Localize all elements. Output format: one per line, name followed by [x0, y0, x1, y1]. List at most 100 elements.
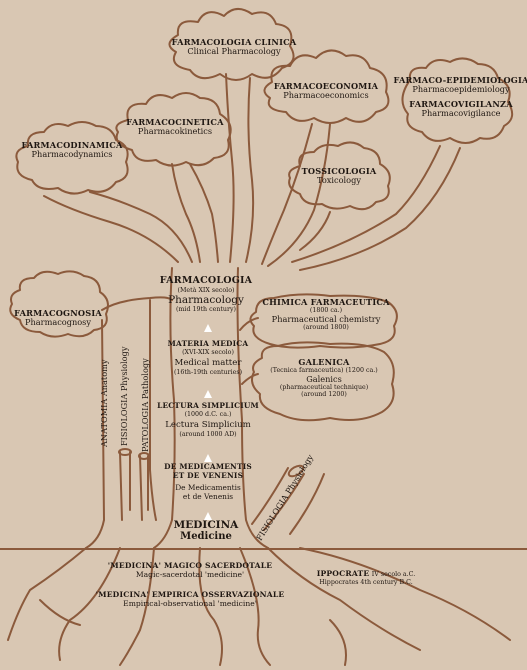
galenics-date-en: (around 1200)	[301, 391, 347, 399]
crown-chemistry	[249, 293, 398, 349]
branch-6	[245, 77, 255, 263]
crown-kinetics	[115, 92, 232, 167]
lectura-it: LECTURA SIMPLICIUM	[157, 401, 259, 410]
side-stem-anatomy	[85, 319, 105, 549]
galenics-sub-en: (pharmaceutical technique)	[279, 384, 369, 392]
medicamentis-en-1: De Medicamentis	[175, 483, 241, 493]
trunk-branch-chem	[239, 317, 259, 331]
galenics-sub-it: (Tecnica farmaceutica) (1200 ca.)	[270, 367, 378, 375]
side-branch-left	[101, 296, 173, 311]
trunk-arrows	[204, 324, 212, 520]
materia-date-en: (16th-19th centuries)	[173, 368, 243, 376]
crown-clinical	[168, 8, 295, 81]
trunk-branch-galen	[241, 373, 259, 385]
magic-en: Magic-sacerdotal 'medicine'	[135, 569, 245, 579]
branch-3	[171, 163, 201, 263]
empirical-label: 'MEDICINA' EMPIRICA OSSERVAZIONALE Empir…	[95, 590, 285, 608]
economics-label: FARMACOECONOMIA Pharmacoeconomics	[273, 81, 379, 101]
root-1	[7, 547, 87, 641]
right-stub-b	[263, 473, 305, 531]
epidemiology-label: FARMACO-EPIDEMIOLOGIA Pharmacoepidemiolo…	[393, 75, 527, 119]
lectura-date-en: (around 1000 AD)	[179, 430, 237, 438]
toxicology-label: TOSSICOLOGIA Toxicology	[302, 166, 377, 186]
hippocrates-date-en: Hippocrates 4th century B.C.	[319, 578, 413, 586]
vigilance-en: Pharmacovigilance	[421, 108, 501, 119]
kinetics-it: FARMACOCINETICA	[126, 117, 224, 127]
stub-cap-2	[138, 452, 150, 460]
pharmacognosy-en: Pharmacognosy	[24, 317, 92, 328]
pharmacology-en: Pharmacology	[168, 294, 244, 307]
root-3	[119, 547, 155, 666]
magic-it: 'MEDICINA' MAGICO SACERDOTALE	[107, 561, 273, 570]
side-stub-patho	[139, 455, 143, 521]
crown-galenics	[251, 341, 395, 422]
crown-economics	[263, 49, 390, 124]
lectura-en: Lectura Simplicium	[165, 419, 251, 430]
materia-it: MATERIA MEDICA	[167, 339, 249, 348]
branch-11	[299, 211, 331, 251]
clinical-label: FARMACOLOGIA CLINICA Clinical Pharmacolo…	[171, 37, 297, 57]
medicamentis-it-2: ET DE VENENIS	[172, 470, 244, 480]
branch-2	[89, 191, 193, 263]
kinetics-label: FARMACOCINETICA Pharmacokinetics	[126, 117, 224, 137]
clinical-it: FARMACOLOGIA CLINICA	[171, 37, 297, 47]
lectura-label: LECTURA SIMPLICIUM (1000 d.C. ca.) Lectu…	[157, 401, 259, 438]
empirical-it: 'MEDICINA' EMPIRICA OSSERVAZIONALE	[95, 590, 285, 599]
hippocrates-name: IPPOCRATE	[316, 569, 370, 578]
pathology-label: PATOLOGIA Pathology	[140, 358, 150, 452]
medicamentis-en-2: et de Venenis	[182, 491, 234, 501]
chemistry-date-en: (around 1800)	[303, 324, 349, 332]
root-8	[39, 599, 81, 626]
chemistry-date-it: (1800 ca.)	[309, 307, 343, 315]
root-5	[239, 547, 271, 666]
epidemiology-it: FARMACO-EPIDEMIOLOGIA	[393, 75, 527, 85]
medicamentis-label: DE MEDICAMENTIS ET DE VENENIS De Medicam…	[164, 462, 252, 501]
right-stub-cap	[287, 464, 305, 478]
pharmacognosy-label: FARMACOGNOSIA Pharmacognosy	[14, 308, 102, 328]
root-4	[198, 547, 223, 666]
epidemiology-en: Pharmacoepidemiology	[412, 84, 510, 95]
economics-it: FARMACOECONOMIA	[273, 81, 379, 91]
pharmacology-label: FARMACOLOGIA (Metà XIX secolo) Pharmacol…	[159, 275, 253, 314]
branch-7	[261, 123, 313, 265]
stub-cap-1	[118, 448, 132, 456]
crown-epidemiology	[401, 57, 514, 144]
chemistry-en: Pharmaceutical chemistry	[271, 313, 381, 324]
economics-en: Pharmacoeconomics	[283, 90, 369, 101]
branch-9	[291, 145, 441, 263]
hippocrates-label: IPPOCRATE IV secolo a.C. Hippocrates 4th…	[316, 569, 416, 586]
kinetics-en: Pharmacokinetics	[137, 126, 213, 137]
hippocrates-date-it: IV secolo a.C.	[371, 571, 416, 578]
medicine-label: MEDICINA Medicine	[174, 519, 239, 543]
dynamics-label: FARMACODINAMICA Pharmacodynamics	[21, 140, 123, 160]
branch-10	[299, 147, 461, 271]
toxicology-en: Toxicology	[317, 175, 361, 186]
trunk-left	[153, 267, 176, 549]
root-7	[299, 547, 511, 641]
empirical-en: Empirical-observational 'medicine'	[123, 598, 257, 608]
materia-en: Medical matter	[174, 357, 242, 368]
branch-5	[225, 73, 235, 263]
medicine-it: MEDICINA	[173, 519, 239, 531]
side-stub-physio	[119, 451, 123, 521]
trunk-right	[236, 267, 269, 549]
galenics-label: GALENICA (Tecnica farmaceutica) (1200 ca…	[270, 357, 378, 399]
root-6	[267, 547, 421, 651]
branch-8	[267, 123, 331, 267]
medicine-en: Medicine	[180, 531, 232, 543]
galenics-en: Galenics	[306, 373, 342, 384]
pharmacology-it: FARMACOLOGIA	[159, 275, 253, 286]
medicamentis-it-1: DE MEDICAMENTIS	[164, 462, 252, 471]
vigilance-it: FARMACOVIGILANZA	[409, 98, 513, 109]
materia-date-it: (XVI-XIX secolo)	[182, 348, 234, 356]
lectura-date-it: (1000 d.C. ca.)	[184, 410, 232, 418]
pharmacology-date-en: (mid 19th century)	[176, 306, 236, 314]
branch-1	[43, 195, 179, 263]
root-9	[329, 619, 347, 666]
anatomy-label: ANATOMIA Anatomy	[99, 359, 109, 447]
dynamics-it: FARMACODINAMICA	[21, 140, 123, 150]
pharmacognosy-it: FARMACOGNOSIA	[14, 308, 102, 318]
pharmacology-date-it: (Metà XIX secolo)	[177, 286, 235, 294]
